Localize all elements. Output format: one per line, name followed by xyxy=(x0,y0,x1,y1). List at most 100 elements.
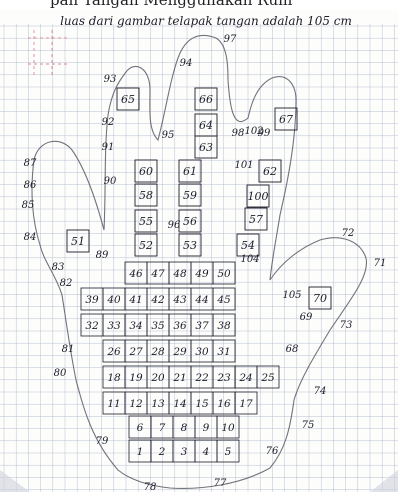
outside-count-label: 76 xyxy=(266,446,279,457)
palm-square-label: 41 xyxy=(128,294,142,306)
palm-square-label: 30 xyxy=(195,346,209,358)
finger-square-label: 60 xyxy=(139,165,153,178)
palm-square-label: 32 xyxy=(85,320,99,332)
outside-count-label: 101 xyxy=(234,160,253,171)
palm-square-label: 43 xyxy=(172,294,187,306)
palm-square-label: 48 xyxy=(172,268,187,280)
palm-square-label: 15 xyxy=(195,398,209,410)
outside-count-label: 78 xyxy=(144,482,157,492)
palm-square-label: 26 xyxy=(106,346,121,358)
palm-square-label: 29 xyxy=(172,346,187,358)
outside-count-label: 68 xyxy=(286,344,299,355)
palm-square-label: 18 xyxy=(107,372,121,384)
palm-square-label: 25 xyxy=(260,372,275,384)
palm-square-label: 7 xyxy=(159,422,166,434)
palm-square-label: 42 xyxy=(150,294,165,306)
finger-square-label: 51 xyxy=(71,235,85,248)
palm-square-label: 11 xyxy=(107,398,120,410)
finger-square-label: 57 xyxy=(249,213,263,226)
caption-text: luas dari gambar telapak tangan adalah 1… xyxy=(60,14,352,28)
outside-count-label: 82 xyxy=(60,278,73,289)
outside-count-label: 74 xyxy=(314,386,327,397)
palm-square-label: 31 xyxy=(217,346,230,358)
outside-count-label: 102 xyxy=(244,126,263,137)
outside-count-label: 94 xyxy=(180,58,193,69)
finger-square-label: 70 xyxy=(313,292,327,305)
outside-count-label: 86 xyxy=(24,180,37,191)
outside-count-label: 91 xyxy=(102,142,115,153)
finger-square-label: 56 xyxy=(183,215,197,228)
outside-count-label: 87 xyxy=(24,158,37,169)
finger-square-label: 65 xyxy=(121,93,135,106)
outside-count-label: 69 xyxy=(300,312,313,323)
finger-square-label: 100 xyxy=(248,190,269,203)
palm-square-label: 50 xyxy=(217,268,231,280)
finger-square-label: 64 xyxy=(199,119,213,132)
palm-square-label: 34 xyxy=(129,320,142,332)
outside-count-label: 79 xyxy=(96,436,109,447)
palm-square-label: 4 xyxy=(202,446,210,458)
outside-count-label: 73 xyxy=(340,320,353,331)
palm-square-label: 10 xyxy=(221,422,235,434)
palm-square-label: 39 xyxy=(85,294,99,306)
outside-count-label: 80 xyxy=(54,368,67,379)
finger-square-label: 62 xyxy=(263,165,277,178)
palm-square-label: 47 xyxy=(150,268,165,280)
palm-square-label: 33 xyxy=(107,320,121,332)
palm-square-label: 22 xyxy=(194,372,209,384)
palm-square-label: 24 xyxy=(238,372,252,384)
palm-square-label: 38 xyxy=(217,320,231,332)
finger-square-label: 66 xyxy=(199,93,213,106)
palm-square-label: 23 xyxy=(216,372,231,384)
outside-count-label: 105 xyxy=(282,290,301,301)
palm-square-label: 21 xyxy=(172,372,186,384)
finger-square-label: 61 xyxy=(183,165,197,178)
palm-square-label: 49 xyxy=(194,268,209,280)
outside-count-label: 95 xyxy=(162,130,175,141)
palm-square-label: 8 xyxy=(181,422,188,434)
palm-square-label: 17 xyxy=(239,398,253,410)
outside-count-label: 77 xyxy=(214,478,227,489)
outside-count-label: 75 xyxy=(302,420,315,431)
finger-square-label: 63 xyxy=(199,141,213,154)
finger-square-label: 58 xyxy=(139,189,153,202)
finger-square-label: 59 xyxy=(183,189,197,202)
palm-square-label: 6 xyxy=(137,422,144,434)
palm-square-label: 45 xyxy=(216,294,231,306)
finger-square-label: 55 xyxy=(139,215,153,228)
palm-square-label: 5 xyxy=(225,446,232,458)
outside-count-label: 84 xyxy=(24,232,37,243)
palm-square-label: 1 xyxy=(137,446,144,458)
palm-square-label: 16 xyxy=(217,398,231,410)
palm-square-label: 14 xyxy=(173,398,186,410)
palm-square-label: 12 xyxy=(129,398,143,410)
outside-count-label: 93 xyxy=(104,74,117,85)
palm-square-label: 40 xyxy=(106,294,121,306)
outside-count-label: 81 xyxy=(62,344,75,355)
palm-square-label: 44 xyxy=(194,294,208,306)
outside-count-label: 97 xyxy=(224,34,237,45)
palm-square-label: 35 xyxy=(151,320,165,332)
outside-count-label: 96 xyxy=(168,220,181,231)
outside-count-label: 104 xyxy=(240,254,259,265)
palm-square-label: 36 xyxy=(173,320,187,332)
palm-square-label: 2 xyxy=(158,446,166,458)
outside-count-label: 85 xyxy=(22,200,35,211)
palm-square-label: 46 xyxy=(128,268,143,280)
finger-square-label: 52 xyxy=(139,239,153,252)
outside-count-label: 89 xyxy=(96,250,109,261)
outside-count-label: 71 xyxy=(374,258,387,269)
finger-square-label: 67 xyxy=(279,113,293,126)
palm-square-label: 37 xyxy=(195,320,209,332)
finger-square-label: 54 xyxy=(241,239,255,252)
outside-count-label: 90 xyxy=(104,176,117,187)
palm-square-label: 28 xyxy=(150,346,165,358)
palm-square-label: 27 xyxy=(128,346,143,358)
palm-square-label: 3 xyxy=(181,446,188,458)
finger-square-label: 53 xyxy=(183,239,197,252)
outside-count-label: 83 xyxy=(52,262,65,273)
outside-count-label: 92 xyxy=(102,117,115,128)
palm-square-label: 13 xyxy=(151,398,165,410)
